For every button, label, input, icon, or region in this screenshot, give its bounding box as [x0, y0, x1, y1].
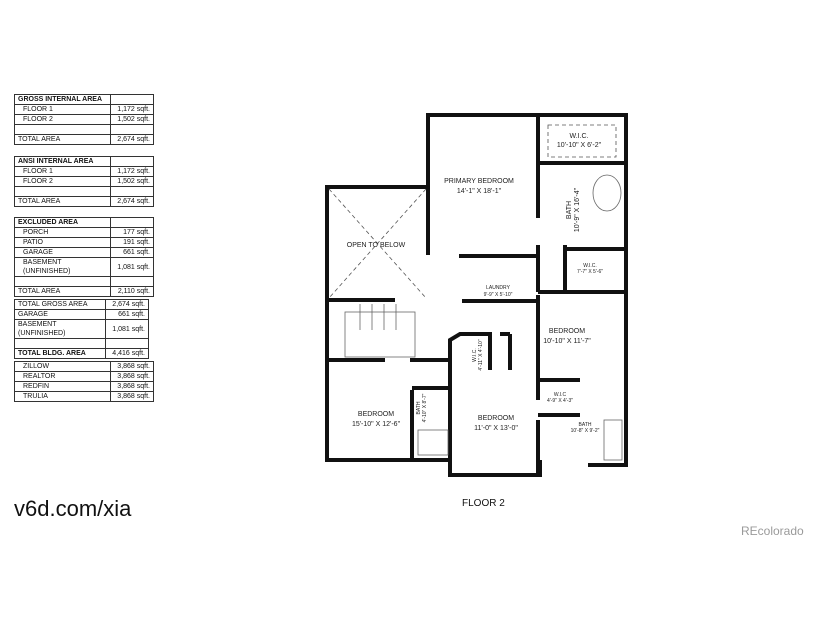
- room-label: BATH: [579, 422, 592, 428]
- room-label: W.I.C: [554, 392, 567, 398]
- room-label: OPEN TO BELOW: [347, 242, 406, 249]
- brand-watermark: REcolorado: [741, 524, 804, 538]
- room-label: W.I.C.: [569, 133, 588, 140]
- room-label: 14'-1" X 18'-1": [457, 188, 502, 195]
- open-to-below-cross: [328, 124, 617, 299]
- total-value: 2,110 sqft.: [110, 286, 154, 297]
- tour-url: v6d.com/xia: [14, 496, 132, 521]
- room-label: 10'-9" X 16'-4": [574, 187, 581, 232]
- room-label: 4'-10" X 8'-7": [422, 393, 428, 422]
- room-label: 10'-10" X 11'-7": [543, 338, 591, 345]
- bathtub-icon: [417, 429, 449, 456]
- total-value: 2,674 sqft.: [110, 196, 154, 207]
- room-label: BEDROOM: [478, 415, 514, 422]
- room-label: 9'-9" X 5'-10": [484, 292, 513, 298]
- room-label: 10'-8" X 9'-2": [571, 428, 600, 434]
- room-label: BEDROOM: [549, 328, 585, 335]
- room-label: 10'-10" X 6'-2": [557, 142, 602, 149]
- room-label: 15'-10" X 12'-6": [352, 421, 401, 428]
- room-label: BATH: [566, 201, 573, 219]
- walls: [325, 113, 628, 477]
- room-label: 7'-7" X 5'-6": [577, 269, 603, 275]
- room-label: LAUNDRY: [486, 285, 510, 291]
- room-label: BATH: [416, 401, 422, 414]
- floor-label: FLOOR 2: [462, 498, 505, 509]
- bathtub-icon: [592, 174, 622, 212]
- room-label: 11'-0" X 13'-0": [474, 425, 518, 432]
- total-value: 2,674 sqft.: [110, 134, 154, 145]
- bathtub-icon: [603, 419, 623, 461]
- room-label: W.I.C.: [583, 263, 597, 269]
- room-label: 4'-9" X 4'-3": [547, 398, 573, 404]
- room-label: W.I.C.: [472, 348, 478, 362]
- room-label: 4'-11" X 4'-10": [478, 339, 484, 370]
- room-label: BEDROOM: [358, 411, 394, 418]
- row-value: 3,868 sqft.: [110, 391, 154, 402]
- total-value: 4,416 sqft.: [105, 348, 149, 359]
- stairs: [344, 174, 623, 461]
- room-label: PRIMARY BEDROOM: [444, 178, 514, 185]
